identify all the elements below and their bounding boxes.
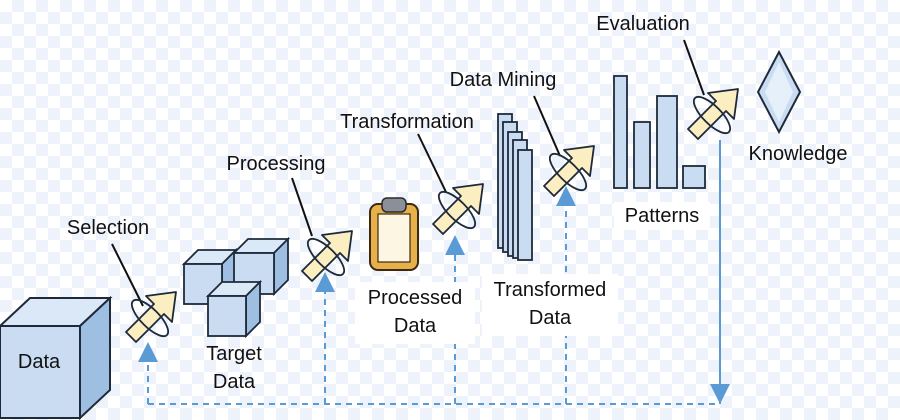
stage-label-line: Target xyxy=(206,343,262,365)
stage-label-line: Data xyxy=(212,371,256,393)
step-label-transformation: Transformation xyxy=(340,111,474,133)
stage-label-knowledge: Knowledge xyxy=(748,143,848,165)
stage-label-line: Transformed xyxy=(493,279,607,301)
stage-label-line: Data xyxy=(528,307,572,329)
stage-label-line: Processed xyxy=(367,287,463,309)
transformed-data-sheets xyxy=(497,113,533,261)
knowledge-diamond xyxy=(756,49,802,135)
step-arrow-icon xyxy=(432,183,484,235)
clipboard-icon xyxy=(369,197,419,271)
patterns-bars xyxy=(613,75,706,189)
step-arrow-icon xyxy=(125,291,177,343)
stage-label-line: Data xyxy=(393,315,437,337)
target-data-cubes xyxy=(181,236,291,339)
data-cube xyxy=(0,295,113,420)
stage-label-processed-data: Processed Data xyxy=(355,282,475,344)
step-arrow-icon xyxy=(543,145,595,197)
step-arrow-icon xyxy=(301,230,353,282)
step-label-selection: Selection xyxy=(66,217,150,239)
step-label-processing: Processing xyxy=(226,153,326,175)
stage-label-data: Data xyxy=(17,351,61,373)
stage-label-target-data: Target Data xyxy=(196,340,272,396)
stage-label-patterns: Patterns xyxy=(614,202,710,230)
step-arrow-icon xyxy=(687,88,739,140)
step-label-data-mining: Data Mining xyxy=(449,69,557,91)
step-label-evaluation: Evaluation xyxy=(596,13,690,35)
label-pointers xyxy=(111,39,705,307)
stage-label-transformed-data: Transformed Data xyxy=(482,274,618,336)
